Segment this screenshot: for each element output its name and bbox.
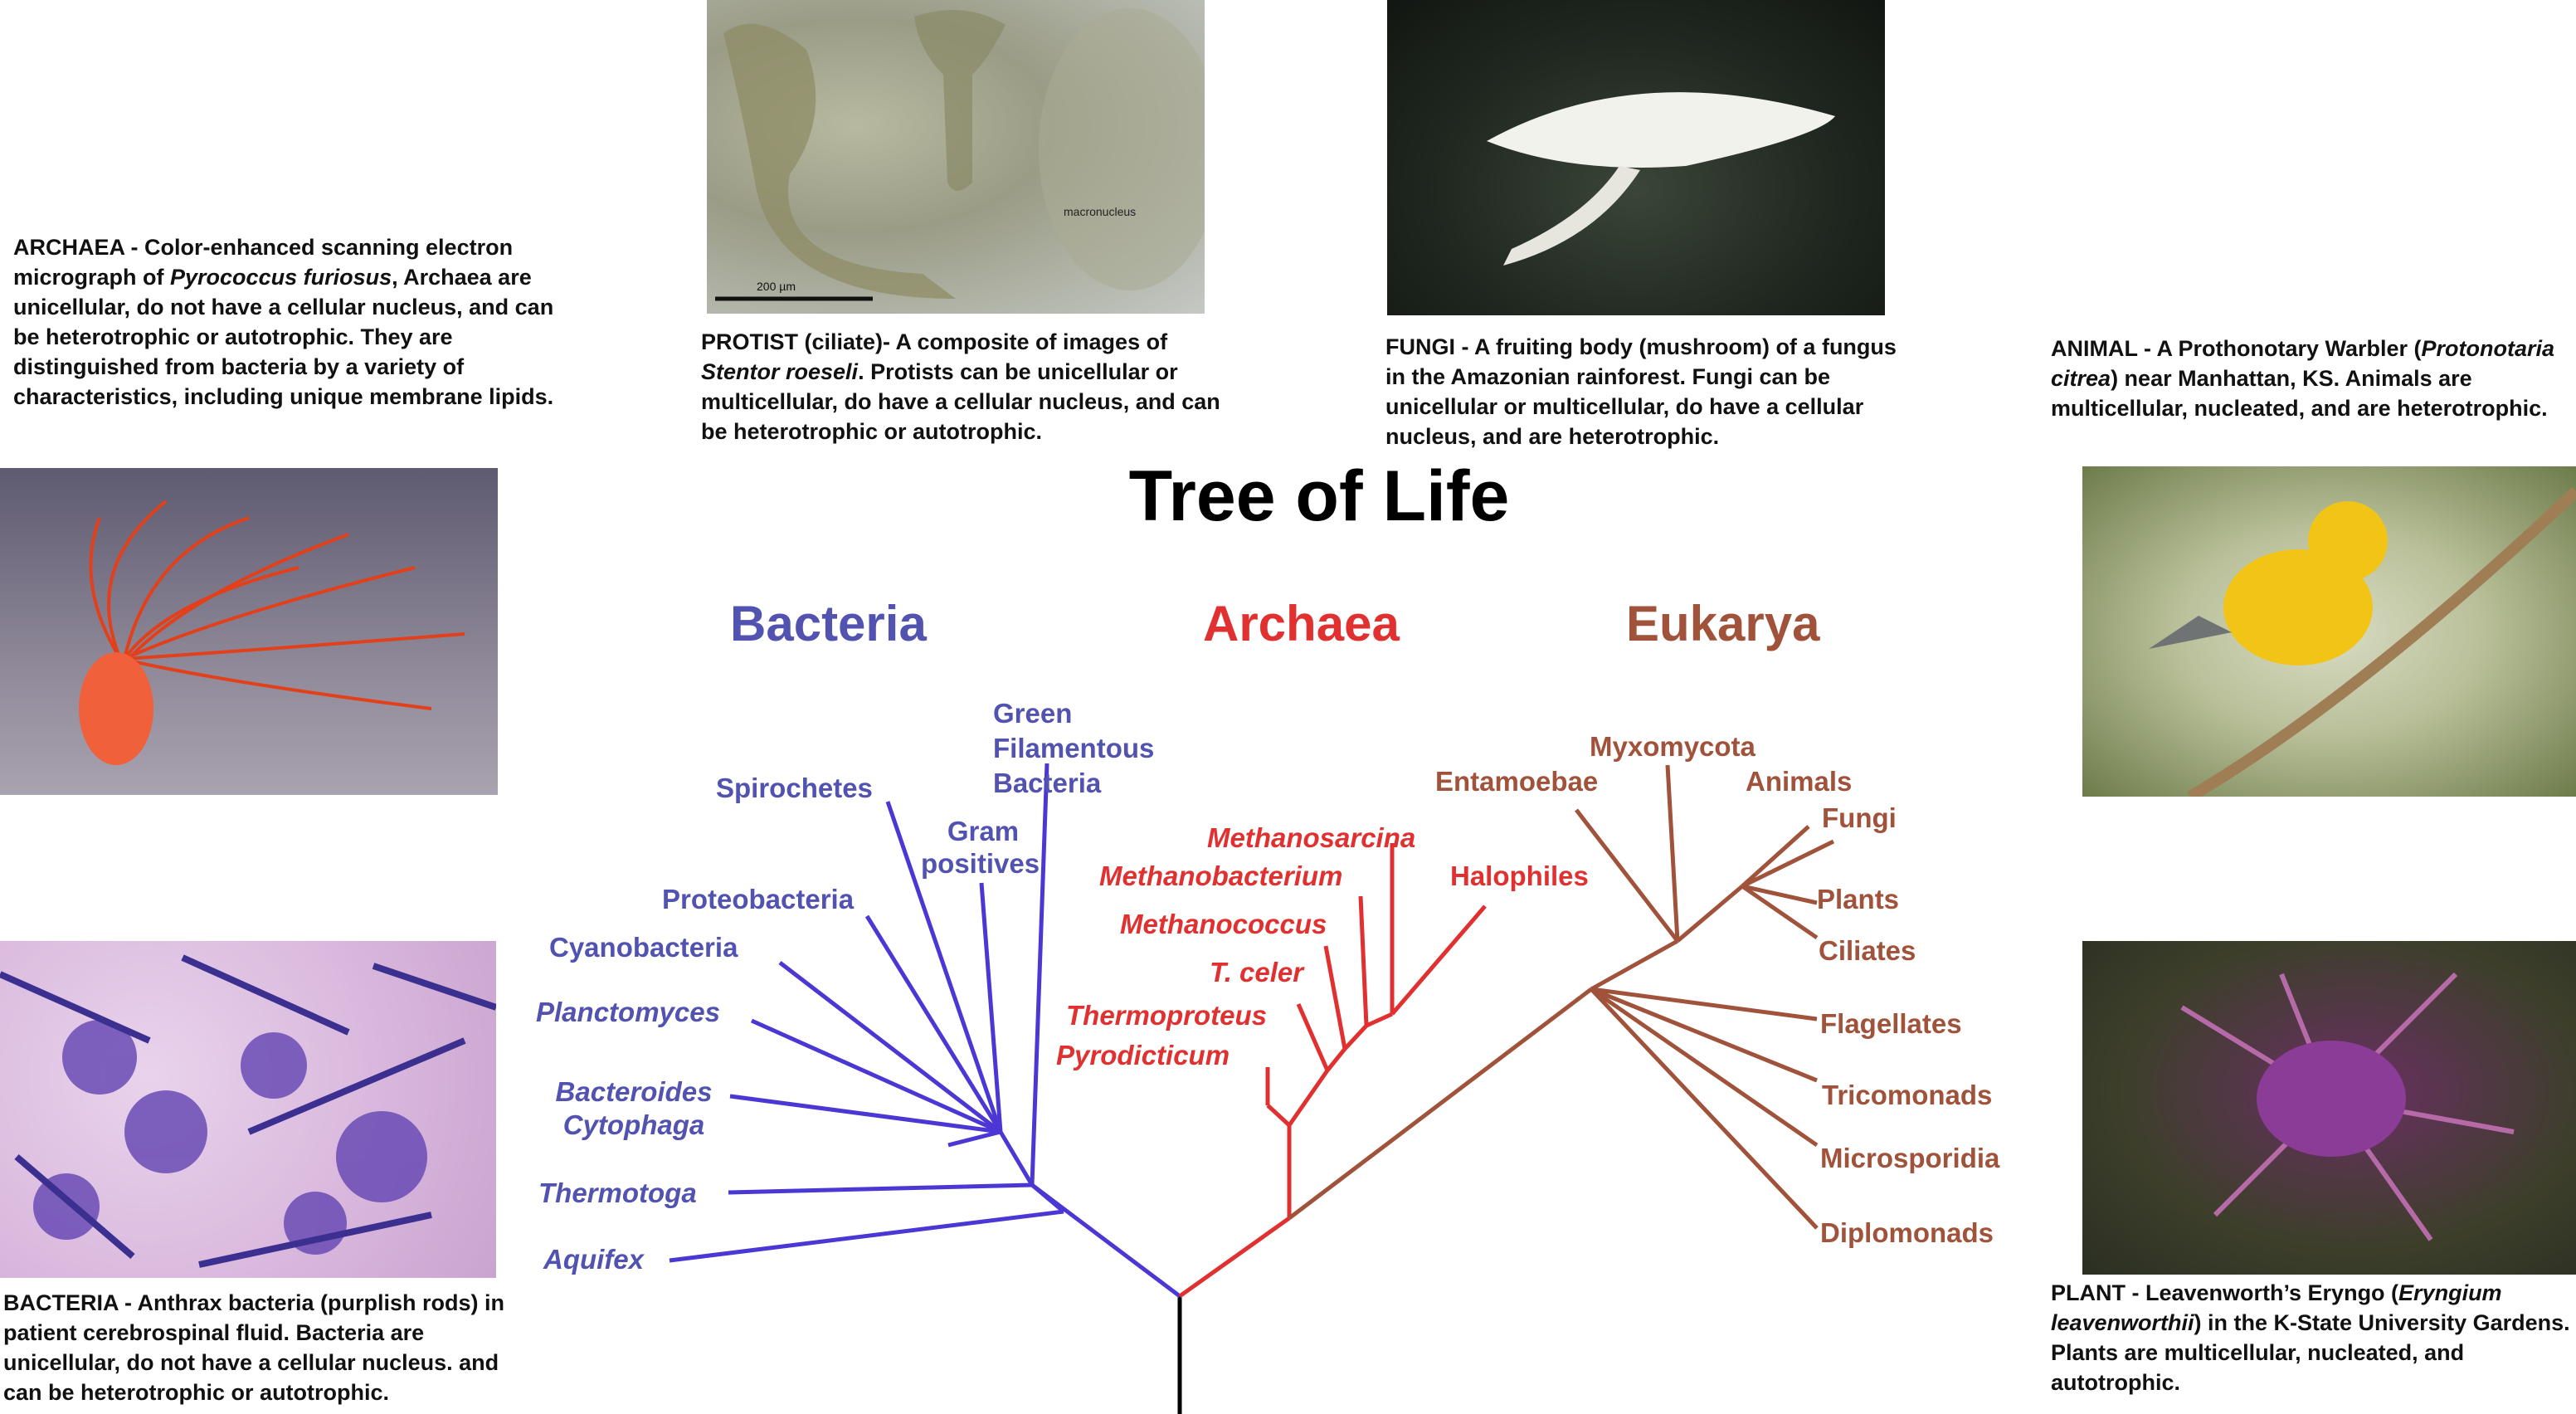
label-fungi: Fungi [1822, 802, 1897, 833]
bacteria-photo [0, 941, 496, 1278]
protist-illustration: 200 µm macronucleus [715, 8, 1205, 301]
protist-caption-lead: PROTIST (ciliate)- A composite of images… [701, 329, 1168, 354]
label-entamoebae: Entamoebae [1435, 766, 1599, 797]
label-gram-positives-1: Gram [947, 816, 1020, 846]
bacteria-branches [669, 763, 1181, 1298]
label-microsporidia: Microsporidia [1820, 1143, 2000, 1173]
domain-eukarya-heading: Eukarya [1626, 596, 1820, 651]
label-thermotoga: Thermotoga [538, 1178, 697, 1208]
bacteria-caption: BACTERIA - Anthrax bacteria (purplish ro… [3, 1290, 505, 1405]
animal-caption-rest: ) near Manhattan, KS. Animals are multic… [2051, 366, 2548, 421]
label-gram-positives-2: positives [921, 848, 1040, 879]
label-diplomonads: Diplomonads [1820, 1217, 1994, 1248]
plant-caption-lead: PLANT - Leavenworth’s Eryngo ( [2051, 1280, 2399, 1305]
animal-caption: ANIMAL - A Prothonotary Warbler (Protono… [2051, 334, 2557, 423]
label-spirochetes: Spirochetes [716, 773, 873, 803]
fungi-caption: FUNGI - A fruiting body (mushroom) of a … [1385, 334, 1897, 449]
protist-caption-species: Stentor roeseli [701, 359, 859, 384]
anthrax-illustration [0, 954, 496, 1268]
animal-caption-lead: ANIMAL - A Prothonotary Warbler ( [2051, 336, 2422, 361]
archaea-photo [0, 468, 498, 795]
label-thermoproteus: Thermoproteus [1066, 1000, 1268, 1031]
animal-photo [2082, 466, 2576, 797]
eukarya-branches [1288, 764, 1835, 1230]
label-proteobacteria: Proteobacteria [662, 884, 855, 914]
archaea-caption-rest: , Archaea are unicellular, do not have a… [13, 265, 554, 409]
scale-bar-label: 200 µm [757, 280, 796, 293]
label-halophiles: Halophiles [1450, 861, 1589, 891]
label-plants: Plants [1817, 884, 1900, 914]
domain-bacteria-heading: Bacteria [730, 596, 927, 651]
label-methanobacterium: Methanobacterium [1099, 861, 1343, 891]
label-cyanobacteria: Cyanobacteria [549, 932, 738, 963]
archaea-caption-lead: ARCHAEA - Color-enhanced scanning electr… [13, 235, 514, 290]
label-green-filamentous-3: Bacteria [993, 768, 1102, 798]
label-animals: Animals [1746, 766, 1853, 797]
domain-archaea-heading: Archaea [1203, 596, 1400, 651]
mushroom-illustration [1487, 92, 1835, 266]
label-myxomycota: Myxomycota [1590, 731, 1755, 762]
plant-caption: PLANT - Leavenworth’s Eryngo (Eryngium l… [2051, 1278, 2574, 1397]
protist-caption: PROTIST (ciliate)- A composite of images… [701, 327, 1249, 446]
label-cytophaga: Cytophaga [562, 1109, 705, 1140]
protist-caption-rest: . Protists can be unicellular or multice… [701, 359, 1220, 444]
animal-caption-species: Protonotaria citrea [2051, 336, 2555, 391]
macronucleus-label: macronucleus [1064, 205, 1136, 218]
label-green-filamentous-2: Filamentous [993, 733, 1155, 763]
archaea-caption-species: Pyrococcus furiosus [170, 265, 392, 290]
label-methanococcus: Methanococcus [1120, 909, 1327, 939]
eryngo-illustration [2180, 972, 2515, 1241]
fungi-photo [1387, 0, 1885, 315]
label-flagellates: Flagellates [1820, 1008, 1962, 1039]
label-bacteroides: Bacteroides [555, 1076, 713, 1107]
protist-photo: 200 µm macronucleus [707, 0, 1205, 314]
plant-caption-species: Eryngium leavenworthii [2051, 1280, 2502, 1335]
label-methanosarcina: Methanosarcina [1207, 822, 1416, 853]
label-planctomyces: Planctomyces [536, 997, 720, 1027]
warbler-illustration [2149, 486, 2576, 797]
label-pyrodicticum: Pyrodicticum [1056, 1040, 1230, 1070]
label-ciliates: Ciliates [1819, 935, 1916, 966]
label-aquifex: Aquifex [543, 1244, 645, 1275]
label-tricomonads: Tricomonads [1822, 1080, 1993, 1110]
plant-photo [2082, 941, 2576, 1275]
plant-caption-rest: ) in the K-State University Gardens. Pla… [2051, 1310, 2570, 1395]
pyrococcus-illustration [79, 500, 465, 765]
archaea-caption: ARCHAEA - Color-enhanced scanning electr… [13, 232, 577, 412]
label-t-celer: T. celer [1210, 957, 1304, 987]
archaea-branches [1178, 843, 1487, 1299]
label-green-filamentous-1: Green [993, 698, 1073, 729]
page-title: Tree of Life [1128, 456, 1510, 536]
